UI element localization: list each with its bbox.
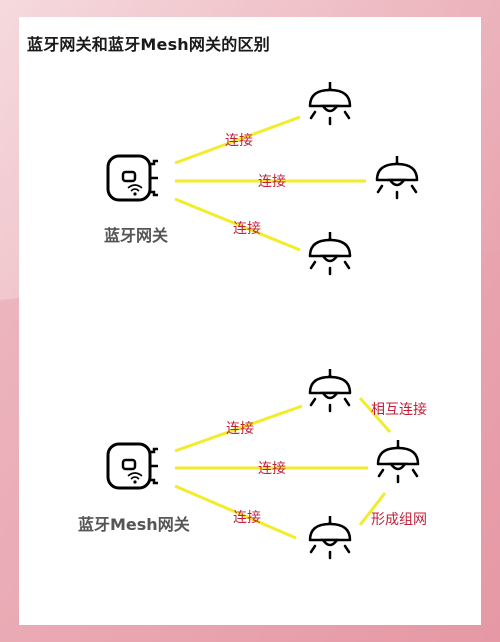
gateway-icon	[106, 154, 160, 202]
ceiling-lamp-icon	[308, 367, 352, 413]
ceiling-lamp-icon	[308, 230, 352, 276]
mesh-label: 相互连接	[371, 402, 427, 418]
connection-line	[174, 484, 297, 540]
diagram1-lines	[174, 115, 366, 252]
connection-label: 连接	[225, 133, 253, 149]
ceiling-lamp-icon	[308, 80, 352, 126]
connection-label: 连接	[233, 510, 261, 526]
ceiling-lamp-icon	[375, 154, 419, 200]
connection-label: 连接	[226, 421, 254, 437]
connection-line	[174, 197, 301, 252]
connection-label: 连接	[258, 174, 286, 190]
gateway-label: 蓝牙Mesh网关	[78, 515, 190, 534]
gateway-icon	[106, 442, 160, 490]
content-card	[19, 17, 481, 625]
connection-line	[174, 115, 301, 165]
gateway-label: 蓝牙网关	[104, 226, 169, 245]
connection-label: 连接	[233, 221, 261, 237]
connection-label: 连接	[258, 461, 286, 477]
ceiling-lamp-icon	[308, 514, 352, 560]
ceiling-lamp-icon	[376, 438, 420, 484]
connection-line	[174, 404, 303, 453]
mesh-label: 形成组网	[371, 512, 427, 528]
mesh-line	[358, 397, 392, 433]
page-title: 蓝牙网关和蓝牙Mesh网关的区别	[27, 35, 270, 54]
mesh-line	[358, 492, 387, 526]
diagram2-lines	[174, 397, 392, 540]
